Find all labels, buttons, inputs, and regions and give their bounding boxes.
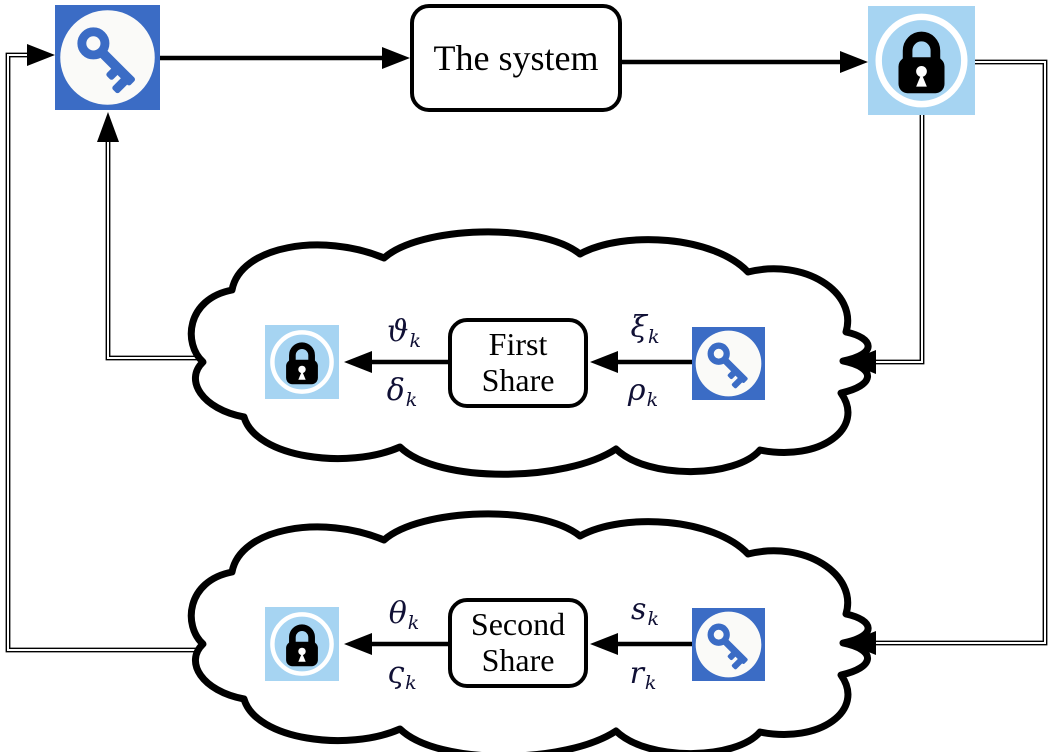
return-wires — [5, 52, 1048, 653]
lock-icon — [265, 607, 339, 681]
second-share-line2: Share — [481, 642, 555, 678]
key-icon — [692, 327, 765, 400]
label-rho-k: ρk — [627, 373, 659, 411]
label-vartheta-k: ϑk — [387, 314, 421, 352]
second-share-line1: Second — [470, 606, 566, 643]
first-share-box: First Share — [448, 318, 588, 408]
label-xi-k: ξk — [630, 310, 660, 348]
system-box: The system — [410, 4, 622, 112]
arrow-key-to-firstshare — [590, 351, 692, 373]
arrowhead-into-key-bottom — [97, 112, 119, 142]
lock-icon — [868, 6, 975, 115]
second-share-box: Second Share — [448, 598, 588, 688]
arrow-key-to-secondshare — [590, 633, 692, 655]
label-r-k: rk — [629, 656, 657, 694]
arrow-key-to-system — [160, 47, 410, 69]
wire-lock-to-first-cloud — [876, 115, 925, 365]
wire-lock-to-second-cloud — [876, 59, 1048, 646]
arrow-system-to-lock — [622, 51, 868, 73]
arrowhead-into-second-cloud — [846, 631, 876, 655]
lock-icon — [265, 325, 339, 399]
key-icon — [55, 5, 160, 110]
system-box-label: The system — [433, 38, 599, 78]
label-varsigma-k: ςk — [387, 656, 417, 694]
label-s-k: sk — [631, 592, 659, 630]
wire-second-cloud-to-key — [5, 52, 196, 653]
first-share-line1: First — [488, 326, 548, 363]
label-delta-k: δk — [386, 373, 418, 411]
arrowhead-into-key-left — [27, 44, 55, 66]
label-theta-k: θk — [388, 596, 420, 634]
key-icon — [692, 608, 765, 681]
arrow-secondshare-to-lock — [344, 633, 448, 655]
arrow-firstshare-to-lock — [344, 351, 448, 373]
arrowhead-into-first-cloud — [846, 350, 876, 374]
first-share-line2: Share — [481, 362, 555, 398]
